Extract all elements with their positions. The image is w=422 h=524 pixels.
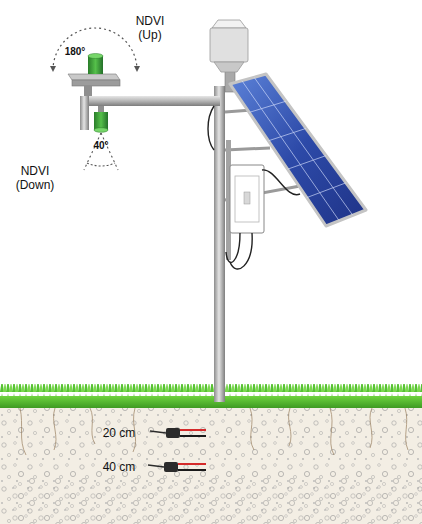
soil-sensor <box>150 428 206 438</box>
sensor-lens <box>88 54 103 59</box>
angle-label: 180° <box>60 46 90 58</box>
sensor-label: NDVI (Down) <box>10 164 60 193</box>
arc-arrowhead <box>134 66 140 72</box>
cables <box>208 106 300 269</box>
gauge-body <box>210 28 248 62</box>
enclosure-door <box>235 176 259 222</box>
mount-clamp <box>84 86 92 96</box>
sensor-arm <box>80 96 220 106</box>
depth-label: 40 cm <box>94 460 144 474</box>
sensor-head <box>166 428 180 438</box>
logger-enclosure <box>230 165 264 233</box>
roots <box>20 408 408 455</box>
cable <box>230 233 252 269</box>
sensor-lens <box>94 128 108 133</box>
root <box>405 408 408 450</box>
cable <box>262 170 300 195</box>
soil-pebbles <box>11 477 422 524</box>
panel-cell-line <box>268 128 306 140</box>
enclosure-latch <box>244 192 250 204</box>
mount-clamp <box>98 106 104 112</box>
sensor-probe <box>178 463 206 465</box>
cable <box>226 233 240 262</box>
soil-sensor <box>148 462 206 472</box>
root <box>289 408 291 446</box>
gauge-top <box>212 20 246 28</box>
root <box>250 408 254 450</box>
panel-cell-line <box>249 101 286 112</box>
root <box>370 408 372 448</box>
root <box>330 408 334 455</box>
mount-plate <box>72 80 120 86</box>
sensor-cable <box>148 465 164 467</box>
fov-arc <box>87 163 115 166</box>
pole <box>214 86 225 402</box>
grass-blades <box>0 384 422 398</box>
fov-lines <box>84 133 118 170</box>
angle-label: 40° <box>88 140 114 152</box>
fov-arc <box>53 28 137 70</box>
sensor-head <box>164 462 178 472</box>
sensor-probe <box>180 435 206 437</box>
root <box>90 408 95 444</box>
gauge-base <box>214 62 244 72</box>
sensor-cable <box>150 431 166 433</box>
depth-label: 20 cm <box>94 426 144 440</box>
root <box>54 408 56 450</box>
mount-plate <box>68 74 120 80</box>
grass <box>0 396 422 408</box>
arc-arrowhead <box>50 66 56 72</box>
sensor-label: NDVI (Up) <box>128 14 172 43</box>
cable <box>208 106 214 150</box>
root <box>20 408 26 455</box>
panel-cell-line <box>307 183 346 198</box>
panel-cell-line <box>288 156 326 170</box>
ndvi-down-sensor <box>94 112 108 130</box>
panel-cell-line <box>254 77 353 215</box>
sensor-probe <box>180 429 206 431</box>
arm-stub <box>80 96 89 130</box>
sensor-probe <box>178 469 206 471</box>
